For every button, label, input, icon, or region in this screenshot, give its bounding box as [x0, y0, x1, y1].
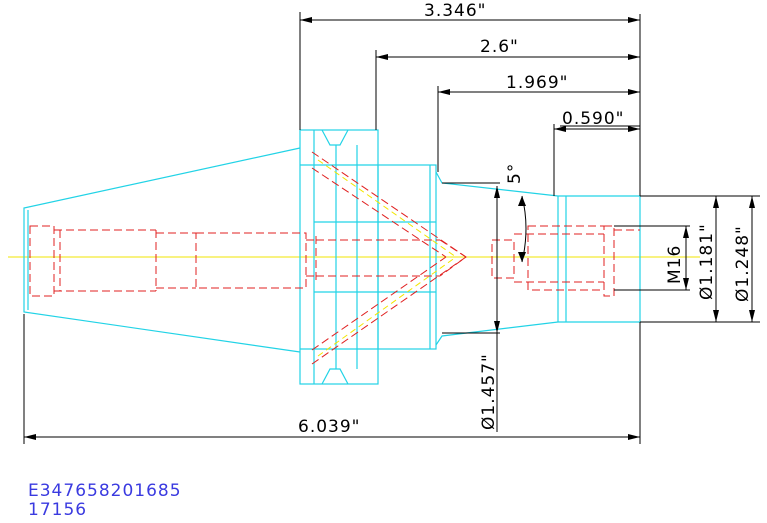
rear-thread-bore	[29, 225, 55, 297]
neck-outline	[435, 171, 641, 346]
dim-thread: M16	[665, 245, 685, 284]
dim-angle: 5°	[505, 163, 525, 184]
collar-outline	[377, 164, 437, 350]
holder-outline	[23, 129, 641, 385]
item-number: 17156	[28, 500, 88, 520]
hidden-features	[29, 151, 640, 365]
dim-bore-diameter: Ø1.181"	[697, 223, 717, 300]
dim-neck-diameter: Ø1.457"	[479, 353, 499, 430]
dim-nose-diameter: Ø1.248"	[733, 225, 753, 302]
coolant-channel-lower	[311, 256, 467, 365]
part-number: E347658201685	[28, 481, 182, 501]
dim-1-969: 1.969"	[506, 73, 569, 93]
dim-2-6: 2.6"	[480, 37, 519, 57]
front-bore	[491, 239, 515, 279]
dim-0-590: 0.590"	[562, 109, 625, 129]
code-block: E347658201685 17156	[28, 482, 182, 520]
taper-shank-outline	[23, 147, 301, 353]
main-bore	[195, 232, 307, 289]
dim-3-346: 3.346"	[424, 1, 487, 21]
dim-6-039: 6.039"	[298, 417, 361, 437]
coolant-channel-upper	[311, 151, 467, 258]
dimension-lines	[23, 12, 760, 444]
